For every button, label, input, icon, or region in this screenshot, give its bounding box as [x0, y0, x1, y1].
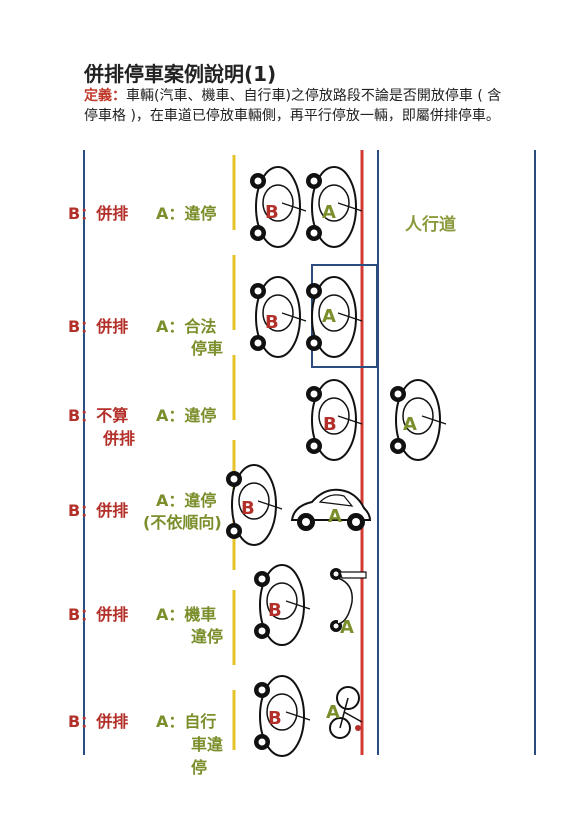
definition: 定義：車輛(汽車、機車、自行車)之停放路段不論是否開放停車 ( 含停車格 )，在… — [84, 86, 514, 126]
row1-a-letter: A — [156, 204, 169, 223]
row6-a-letter: A — [156, 712, 169, 731]
row5-b-text: ：併排 — [80, 605, 129, 624]
row6-a-text3: 停 — [191, 758, 208, 777]
car-b-row6 — [253, 675, 311, 757]
row1-a-label: A：違停 — [156, 203, 216, 225]
row6-a-label: A：自行 — [156, 711, 216, 733]
vehicle-letter-b-row2: B — [265, 312, 279, 333]
row5-a-label: A：機車 — [156, 604, 216, 626]
sidewalk-label: 人行道 — [405, 215, 456, 235]
row1-b-label: B：併排 — [68, 203, 128, 225]
row3-a-text: ：違停 — [168, 406, 217, 425]
row4-a-letter: A — [156, 491, 169, 510]
definition-label: 定義： — [84, 88, 126, 104]
row6-b-label: B：併排 — [68, 711, 128, 733]
vehicle-letter-b-row4: B — [241, 498, 255, 519]
row4-a-text2: (不依順向) — [143, 513, 222, 532]
row4-b-label: B：併排 — [68, 500, 128, 522]
definition-text: 車輛(汽車、機車、自行車)之停放路段不論是否開放停車 ( 含停車格 )，在車道已… — [84, 88, 502, 124]
row5-a-text2: 違停 — [191, 627, 224, 646]
row3-b-letter: B — [68, 406, 81, 425]
row6-a-text2: 車違 — [191, 735, 224, 754]
vehicle-letter-b-row5: B — [268, 600, 282, 621]
row3-a-letter: A — [156, 406, 169, 425]
row1-b-text: ：併排 — [80, 204, 129, 223]
row1-b-letter: B — [68, 204, 81, 223]
vehicle-letter-a-row6: A — [326, 702, 340, 723]
row4-b-text: ：併排 — [80, 501, 129, 520]
row2-b-letter: B — [68, 317, 81, 336]
vehicle-letter-a-row1: A — [322, 202, 336, 223]
row1-a-text: ：違停 — [168, 204, 217, 223]
row5-b-letter: B — [68, 605, 81, 624]
vehicle-letter-a-row5: A — [340, 617, 354, 638]
row6-b-text: ：併排 — [80, 712, 129, 731]
row5-a-text: ：機車 — [168, 605, 217, 624]
row3-a-label: A：違停 — [156, 405, 216, 427]
row5-a-letter: A — [156, 605, 169, 624]
row3-b-text2: 併排 — [103, 429, 136, 448]
car-b-row5 — [253, 564, 311, 646]
vehicle-letter-a-row3: A — [403, 414, 417, 435]
vehicle-letter-b-row1: B — [265, 202, 279, 223]
row3-b-label: B：不算 — [68, 405, 128, 427]
row2-b-label: B：併排 — [68, 316, 128, 338]
row2-a-letter: A — [156, 317, 169, 336]
vehicle-letter-a-row4: A — [328, 506, 342, 527]
row4-a-text: ：違停 — [168, 491, 217, 510]
row4-a-label: A：違停 — [156, 490, 216, 512]
row2-a-label: A：合法 — [156, 316, 216, 338]
row2-b-text: ：併排 — [80, 317, 129, 336]
row4-b-letter: B — [68, 501, 81, 520]
row2-a-text2: 停車 — [191, 339, 224, 358]
row6-a-text: ：自行 — [168, 712, 217, 731]
car-a-row3 — [389, 379, 447, 461]
row6-b-letter: B — [68, 712, 81, 731]
vehicle-letter-b-row3: B — [323, 414, 337, 435]
row5-b-label: B：併排 — [68, 604, 128, 626]
vehicle-letter-b-row6: B — [268, 708, 282, 729]
row2-a-text: ：合法 — [168, 317, 217, 336]
vehicle-letter-a-row2: A — [322, 306, 336, 327]
row3-b-text: ：不算 — [80, 406, 129, 425]
page-title: 併排停車案例說明(1) — [84, 62, 277, 86]
